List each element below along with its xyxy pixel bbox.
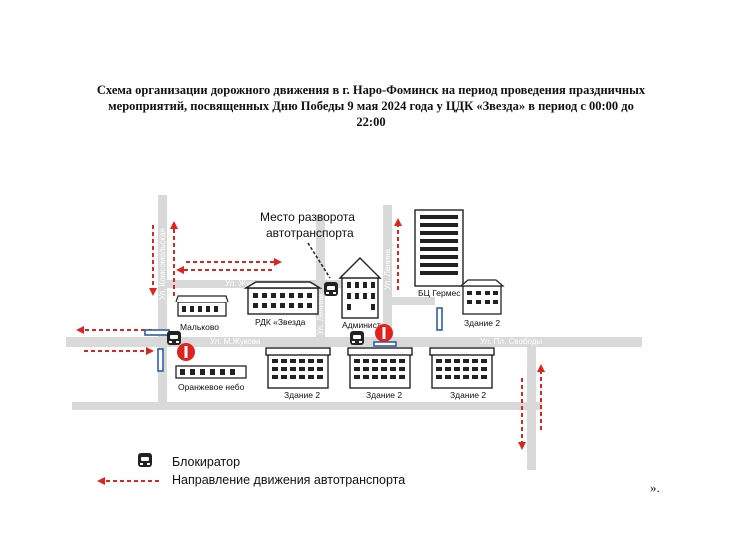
turnaround-pointer: [307, 242, 331, 279]
barrier-bar-administration: [373, 341, 397, 347]
no-entry-sign-west: [177, 343, 195, 361]
legend-direction-label: Направление движения автотранспорта: [172, 473, 406, 487]
street-label-mzhukova: Ул. М.Жукова: [210, 337, 261, 346]
blocker-administration: [350, 331, 364, 345]
barrier-bar-west: [144, 329, 170, 336]
blocker-west: [167, 331, 181, 345]
map-title: Схема организации дорожного движения в г…: [96, 83, 646, 129]
building-malkovo: [175, 295, 229, 317]
street-label-pl-svobody: Ул. Пл. Свободы: [480, 337, 542, 346]
building-zdanie2-a: [265, 347, 331, 389]
street-label-zhukova-top: Ул. Жукова: [225, 279, 267, 288]
legend-direction-arrow-icon: [97, 477, 159, 485]
legend-blocker-label: Блокиратор: [172, 455, 241, 469]
road-right-vertical: [383, 205, 392, 340]
label-malkovo: Мальково: [180, 322, 219, 332]
label-rdk-zvezda: РДК «Звезда: [255, 317, 306, 327]
road-left-vertical: [158, 195, 167, 407]
barrier-bar-west-vertical: [157, 348, 164, 372]
road-center-vertical: [316, 215, 325, 340]
building-bc-germes: [414, 209, 464, 287]
turnaround-label-line2: автотранспорта: [266, 226, 354, 240]
building-oranzhevoe-nebo: [175, 365, 247, 379]
no-entry-sign-administration: [375, 324, 393, 342]
building-zdanie2-c: [429, 347, 495, 389]
trailing-punctuation: ».: [650, 480, 660, 495]
label-administration: Админист: [342, 320, 381, 330]
street-label-left-vertical: Ул. Комсомольская: [158, 228, 167, 300]
label-zdanie2-top: Здание 2: [464, 318, 500, 328]
label-zdanie2-c: Здание 2: [450, 390, 486, 400]
building-zdanie2-top: [459, 279, 505, 315]
road-bottom-right-vertical: [527, 345, 536, 470]
turnaround-label-line1: Место разворота: [260, 210, 355, 224]
road-lower-left: [72, 402, 542, 410]
blocker-turnaround: [324, 282, 338, 296]
label-zdanie2-b: Здание 2: [366, 390, 402, 400]
street-label-right-vertical: Ул. Ленина: [383, 248, 392, 290]
label-zdanie2-a: Здание 2: [284, 390, 320, 400]
barrier-bar-bc-germes: [436, 307, 443, 331]
label-bc-germes: БЦ Гермес: [418, 288, 461, 298]
road-bc-access: [390, 297, 435, 305]
building-zdanie2-b: [347, 347, 413, 389]
legend-blocker-icon: [138, 453, 152, 467]
building-administration: [338, 257, 382, 319]
label-oranzhevoe-nebo: Оранжевое небо: [178, 382, 245, 392]
building-rdk-zvezda: [243, 281, 323, 315]
street-label-center-vertical: Ул. Ленина: [316, 293, 325, 335]
